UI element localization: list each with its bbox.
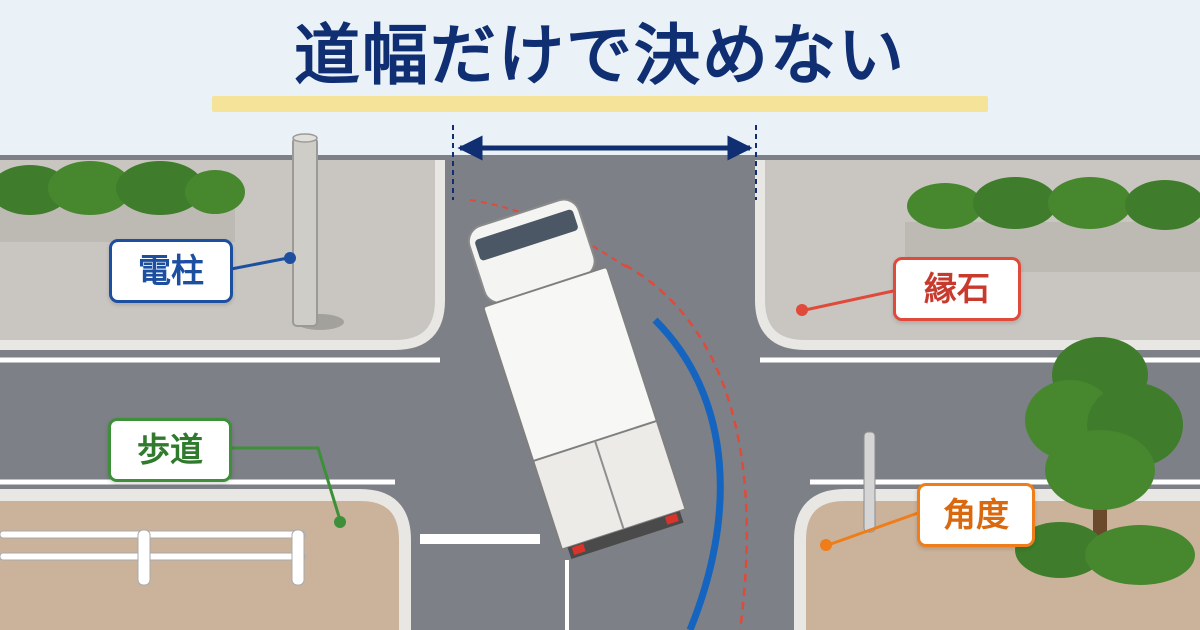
truck-inner-path	[652, 317, 724, 630]
label-angle: 角度	[917, 483, 1035, 547]
sidewalk-bottom-left	[0, 495, 405, 630]
headline-underline	[212, 96, 988, 112]
guard-rail	[0, 529, 306, 586]
utility-pole	[292, 137, 318, 327]
callout-leader-sidewalk	[226, 446, 346, 528]
callout-leader-angle	[820, 511, 919, 551]
tree	[1015, 337, 1195, 585]
callout-leader-pole	[225, 252, 296, 272]
callout-leader-curb	[796, 288, 899, 316]
label-curb: 縁石	[893, 257, 1021, 321]
headline-area: 道幅だけで決めない	[0, 14, 1200, 98]
bollard	[863, 431, 876, 533]
label-sidewalk: 歩道	[108, 418, 232, 482]
headline: 道幅だけで決めない	[294, 17, 906, 94]
truck	[467, 198, 687, 560]
label-utility-pole: 電柱	[109, 239, 233, 303]
